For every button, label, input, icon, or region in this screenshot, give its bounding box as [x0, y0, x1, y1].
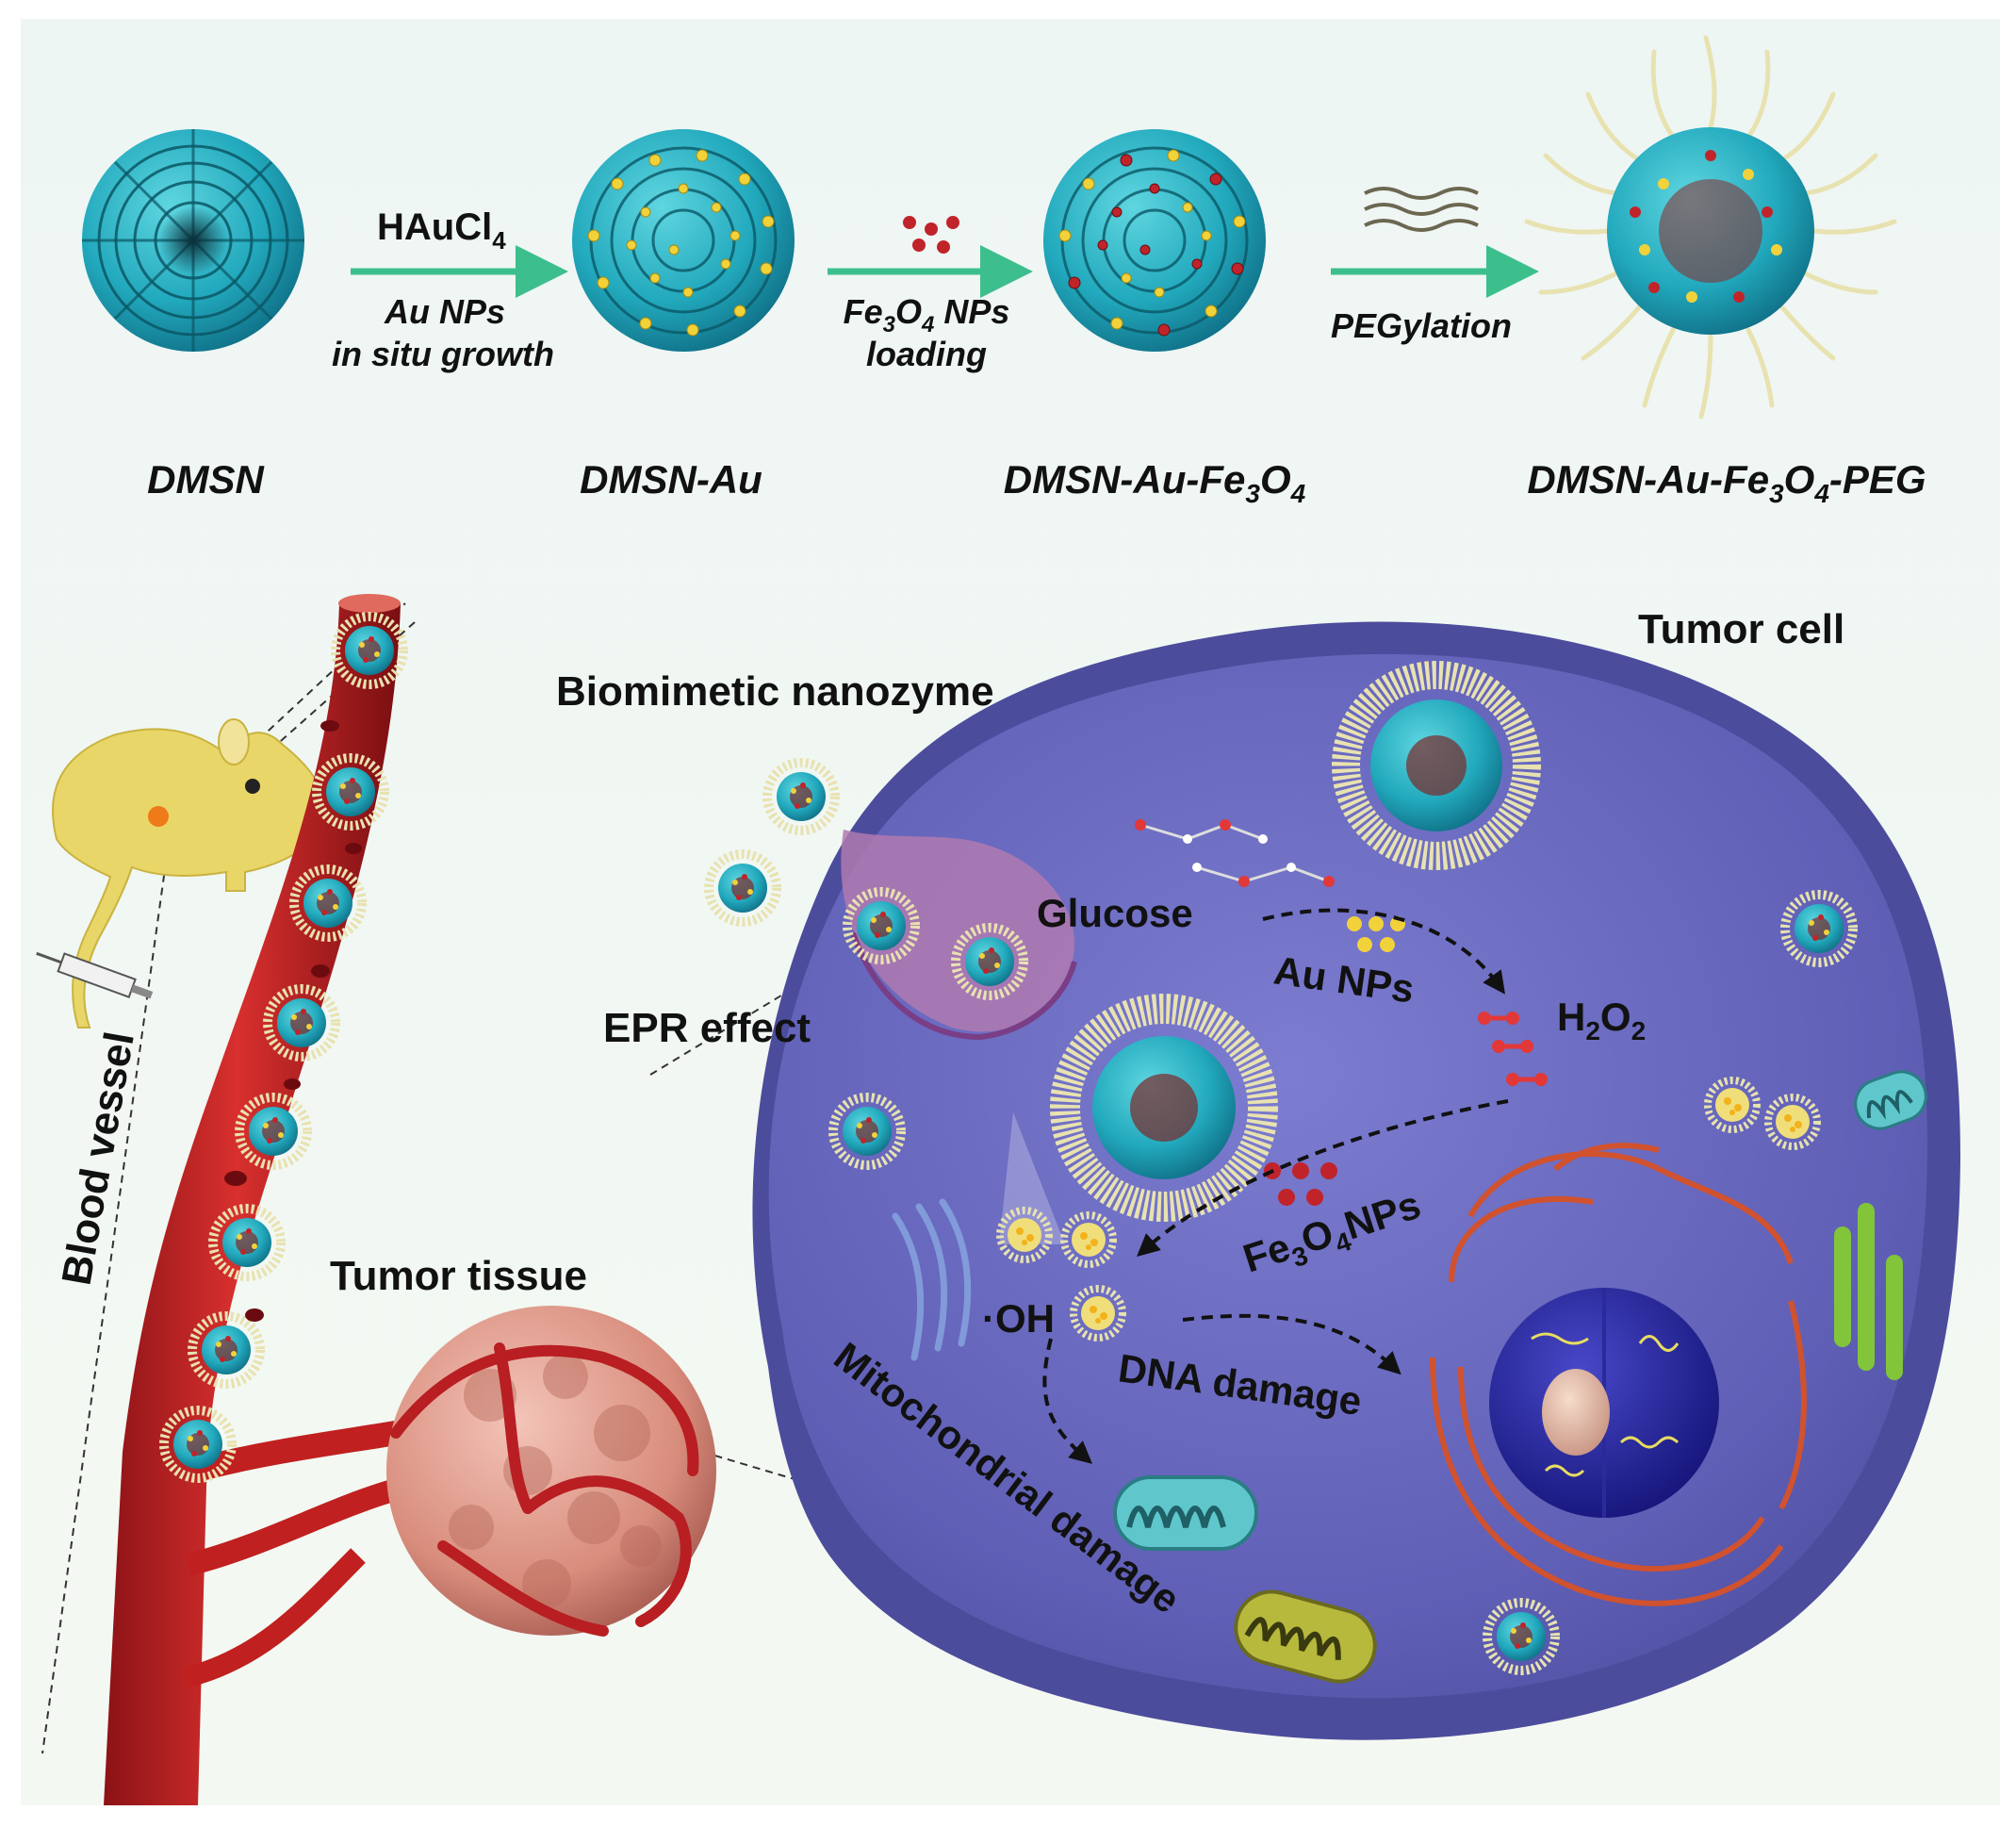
synthesis-row: HAuCl4 Au NPs in situ growth Fe3O4 NPs l…	[82, 35, 1926, 508]
au-dots-icon	[1347, 916, 1405, 952]
step2-line1: Fe3O4 NPs	[844, 292, 1010, 337]
dmsn-au-fe3o4-sphere	[1043, 129, 1266, 352]
golgi-apparatus	[892, 1198, 972, 1361]
green-organelle	[1834, 1203, 1903, 1380]
label-dmsn: DMSN	[147, 457, 265, 502]
fe3o4-dots-icon	[903, 216, 959, 254]
label-dmsn-au: DMSN-Au	[580, 457, 762, 502]
mitochondrion-top-right	[1854, 1070, 1927, 1130]
large-nanozyme-top	[1332, 661, 1541, 870]
label-dmsn-au-fe3o4-peg: DMSN-Au-Fe3O4-PEG	[1527, 457, 1926, 508]
dmsn-au-sphere	[572, 129, 795, 352]
step1-reagent: HAuCl4	[377, 206, 506, 255]
step3-line1: PEGylation	[1331, 306, 1512, 345]
tumor-tissue	[386, 1306, 716, 1637]
label-tumor-tissue: Tumor tissue	[330, 1253, 587, 1299]
mitochondrion-green	[1234, 1589, 1377, 1684]
h2o2-molecules-icon	[1478, 1012, 1548, 1086]
step1-line2: in situ growth	[332, 335, 554, 373]
glucose-molecules-icon	[1135, 819, 1335, 887]
peg-chains-icon	[1364, 187, 1479, 232]
mouse-illustration	[52, 718, 329, 1029]
step1-line1: Au NPs	[384, 292, 505, 331]
dmsn-sphere	[82, 129, 304, 352]
endocytosis-vesicle	[841, 830, 1077, 1041]
label-h2o2: H2O2	[1557, 995, 1646, 1045]
label-oh-radical: ·OH	[982, 1296, 1055, 1341]
reaction-arrows	[1042, 908, 1509, 1464]
label-dmsn-au-fe3o4: DMSN-Au-Fe3O4	[1004, 457, 1306, 508]
dmsn-au-fe3o4-peg-sphere	[1524, 35, 1897, 420]
label-epr-effect: EPR effect	[603, 1005, 811, 1051]
endoplasmic-reticulum	[1430, 1143, 1807, 1606]
label-glucose: Glucose	[1037, 891, 1193, 935]
label-biomimetic-nanozyme: Biomimetic nanozyme	[556, 668, 994, 715]
step2-line2: loading	[866, 335, 987, 373]
syringe-icon	[36, 951, 154, 999]
large-nanozyme-center	[1050, 994, 1278, 1222]
label-tumor-cell: Tumor cell	[1638, 606, 1844, 652]
mitochondrion-cyan	[1113, 1475, 1258, 1551]
nucleus	[1489, 1288, 1719, 1518]
light-beam	[999, 1112, 1065, 1244]
